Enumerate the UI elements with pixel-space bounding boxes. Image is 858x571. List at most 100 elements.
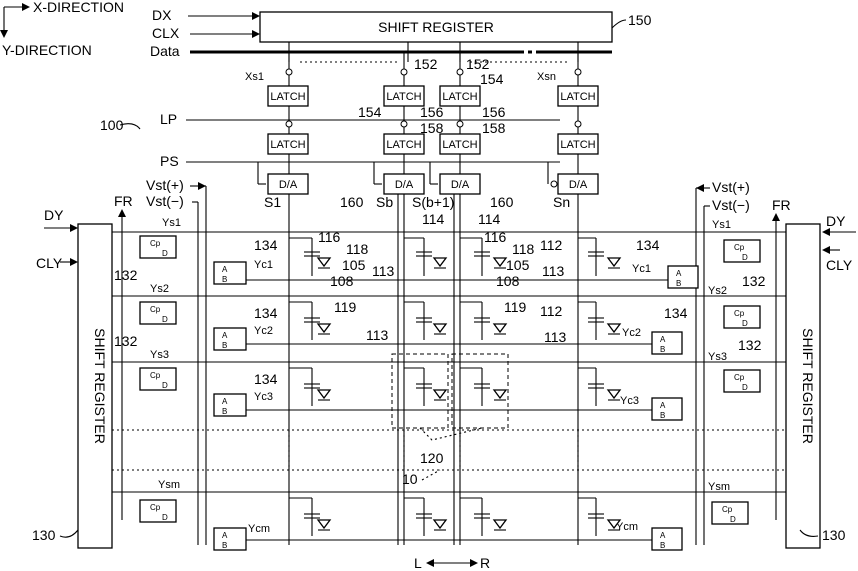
pixel-cell — [578, 498, 620, 536]
ff-d-r1: D — [742, 253, 748, 262]
ysm-right: Ysm — [708, 481, 730, 493]
dac-b: D/A — [395, 179, 414, 191]
gate-a-r2: A — [660, 335, 666, 344]
right-fr: FR — [772, 197, 791, 213]
ref-130b: 130 — [822, 527, 846, 543]
pixel-cell — [578, 302, 620, 340]
ref-156a: 156 — [420, 104, 444, 120]
pixel-pair-highlight: 120 10 — [392, 354, 508, 487]
ff-cp-lm: Cp — [150, 503, 161, 512]
ref-118b: 118 — [512, 241, 535, 257]
pixel-cell — [289, 302, 330, 340]
ff-cp-l2: Cp — [150, 305, 161, 314]
ref-112b: 112 — [540, 303, 563, 319]
ref-130a: 130 — [32, 527, 56, 543]
gate-b-rm: B — [660, 541, 665, 550]
gate-a-lm: A — [222, 531, 228, 540]
lr-indicator: L R — [414, 555, 490, 571]
ref-108a: 108 — [330, 273, 354, 289]
ys3-right: Ys3 — [708, 351, 727, 363]
left-shift-register-label: SHIFT REGISTER — [92, 328, 108, 444]
switch-xs1: Xs1 — [245, 71, 264, 83]
ys1-right: Ys1 — [712, 219, 731, 231]
x-arrow-icon — [22, 3, 30, 11]
left-vst-minus: Vst(−) — [146, 193, 184, 209]
ref-114b: 114 — [478, 211, 501, 227]
pixel-cell — [289, 498, 330, 536]
yc2-right: Yc2 — [622, 327, 641, 339]
pixel-cell — [578, 238, 620, 276]
ref-113a: 113 — [372, 263, 395, 279]
latch-column-1: LATCH LATCH D/A — [268, 52, 308, 194]
signal-lp: LP — [160, 111, 177, 127]
ref-105b: 105 — [506, 257, 530, 273]
pixel-cell — [404, 498, 446, 536]
ysm-left: Ysm — [158, 479, 180, 491]
pixel-cell — [460, 302, 506, 340]
right-vst-plus: Vst(+) — [712, 179, 750, 195]
ref-152b: 152 — [466, 56, 490, 72]
ref-120: 120 — [420, 450, 444, 466]
left-input-dy: DY — [44, 207, 64, 223]
ref-113c: 113 — [366, 327, 389, 343]
ref-158b: 158 — [482, 120, 506, 136]
gate-a-r3: A — [660, 401, 666, 410]
ref-154a: 154 — [480, 71, 504, 87]
dac-b1: D/A — [451, 179, 470, 191]
gate-b-r3: B — [660, 411, 665, 420]
ref-114a: 114 — [422, 211, 445, 227]
ref-119b: 119 — [504, 299, 527, 315]
ref-113d: 113 — [544, 329, 567, 345]
dac-n: D/A — [569, 179, 588, 191]
x-direction-label: X-DIRECTION — [33, 0, 124, 15]
ref-152a: 152 — [414, 56, 438, 72]
ref-154b: 154 — [358, 104, 382, 120]
gate-b-l1: B — [222, 275, 227, 284]
yc2-left: Yc2 — [254, 325, 273, 337]
yc3-right: Yc3 — [620, 395, 639, 407]
ref-132-l1: 132 — [114, 267, 138, 283]
gate-a-r1: A — [676, 269, 682, 278]
y-arrow-icon — [0, 30, 8, 38]
latch-column-b1: LATCH LATCH D/A — [440, 52, 480, 194]
left-row-drivers: Cp D A B Ys1 Yc1 134 132 Cp D A B Ys2 Yc… — [114, 217, 278, 550]
yc1-left: Yc1 — [254, 259, 273, 271]
ref-116a: 116 — [318, 229, 341, 245]
input-data: Data — [150, 43, 180, 59]
gate-a-l3: A — [222, 397, 228, 406]
column-labels: S1 Sb S(b+1) Sn 160 160 114 114 — [264, 194, 570, 227]
pixel-cell — [578, 368, 620, 406]
right-shift-register-label: SHIFT REGISTER — [800, 328, 816, 444]
sr-outputs: Xs1 Xsn 152 152 154 — [245, 42, 578, 87]
latch-1a: LATCH — [270, 91, 305, 103]
left-driver-row-1: Cp D A B Ys1 Yc1 134 132 — [114, 217, 278, 284]
signal-ps: PS — [160, 153, 179, 169]
ref-158a: 158 — [420, 120, 444, 136]
ycm-right: Ycm — [616, 521, 638, 533]
ff-cp-rm: Cp — [722, 505, 733, 514]
ff-d-l1: D — [162, 249, 168, 258]
ycm-left: Ycm — [248, 523, 270, 535]
right-driver-row-3: Cp D A B Yc3 — [620, 370, 760, 420]
left-vst-plus: Vst(+) — [146, 177, 184, 193]
ref-134-l1: 134 — [254, 237, 278, 253]
dac-1: D/A — [279, 179, 298, 191]
ff-d-r2: D — [742, 319, 748, 328]
right-input-cly: CLY — [826, 257, 853, 273]
left-driver-row-m: Cp D A B Ysm Ycm — [140, 479, 270, 550]
right-driver-row-1: Cp D A B Ys1 Yc1 134 132 Ys2 — [632, 219, 766, 297]
ref-134-r1: 134 — [636, 237, 660, 253]
ref-112a: 112 — [540, 237, 563, 253]
ff-d-l3: D — [162, 381, 168, 390]
gate-b-r2: B — [660, 345, 665, 354]
gate-a-rm: A — [660, 531, 666, 540]
ref-132-r2: 132 — [738, 337, 762, 353]
latch-nb: LATCH — [560, 139, 595, 151]
ys3-left: Ys3 — [150, 349, 169, 361]
left-driver-row-3: Cp D A B Ys3 Yc3 134 — [140, 349, 278, 416]
ref-160a: 160 — [340, 194, 364, 210]
ff-cp-l1: Cp — [150, 239, 161, 248]
control-lines: LP PS 100 154 156 156 158 158 — [100, 104, 560, 187]
ref-132-r1: 132 — [742, 273, 766, 289]
ff-d-lm: D — [162, 513, 168, 522]
